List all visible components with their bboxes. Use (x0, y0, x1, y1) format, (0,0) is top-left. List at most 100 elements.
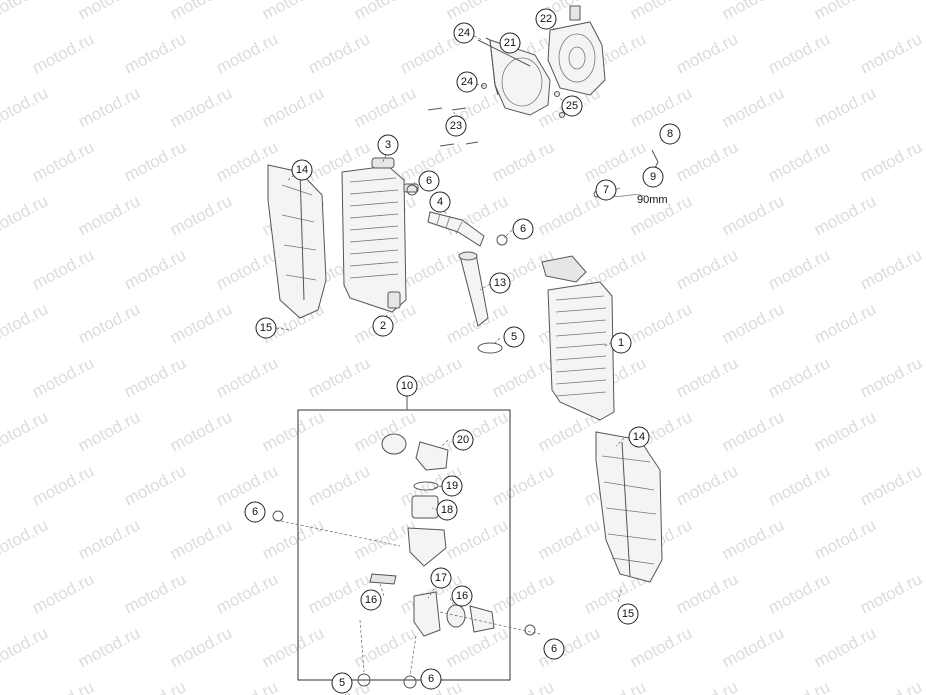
svg-text:24: 24 (461, 76, 473, 88)
watermark-text: motod.ru (75, 407, 143, 455)
watermark-text: motod.ru (857, 29, 925, 77)
watermark-text: motod.ru (627, 623, 695, 671)
callout-7: 7 (595, 179, 617, 201)
watermark-text: motod.ru (765, 677, 833, 695)
svg-text:16: 16 (456, 590, 468, 602)
svg-text:20: 20 (457, 434, 469, 446)
watermark-text: motod.ru (213, 245, 281, 293)
watermark-text: motod.ru (857, 245, 925, 293)
watermark-text: motod.ru (121, 245, 189, 293)
svg-text:5: 5 (339, 677, 345, 689)
watermark-text: motod.ru (75, 623, 143, 671)
svg-text:1: 1 (618, 337, 624, 349)
watermark-text: motod.ru (765, 137, 833, 185)
watermark-text: motod.ru (581, 677, 649, 695)
watermark-text: motod.ru (213, 353, 281, 401)
watermark-text: motod.ru (167, 0, 235, 24)
watermark-text: motod.ru (719, 623, 787, 671)
watermark-text: motod.ru (75, 83, 143, 131)
svg-text:3: 3 (385, 139, 391, 151)
watermark-text: motod.ru (259, 0, 327, 24)
watermark-text: motod.ru (259, 515, 327, 563)
watermark-text: motod.ru (213, 461, 281, 509)
svg-text:4: 4 (437, 196, 443, 208)
svg-text:6: 6 (252, 506, 258, 518)
hoses-lower (272, 510, 541, 689)
svg-text:6: 6 (551, 643, 557, 655)
callout-21: 21 (499, 32, 521, 54)
watermark-text: motod.ru (811, 623, 879, 671)
svg-text:14: 14 (633, 431, 645, 443)
watermark-text: motod.ru (673, 245, 741, 293)
svg-text:18: 18 (441, 504, 453, 516)
watermark-text: motod.ru (121, 29, 189, 77)
watermark-text: motod.ru (75, 191, 143, 239)
svg-text:14: 14 (296, 164, 308, 176)
watermark-text: motod.ru (673, 137, 741, 185)
screws-part (427, 83, 565, 147)
svg-text:7: 7 (603, 184, 609, 196)
callout-18: 18 (436, 499, 458, 521)
svg-text:5: 5 (511, 331, 517, 343)
callout-9: 9 (642, 166, 664, 188)
watermark-text: motod.ru (581, 137, 649, 185)
watermark-text: motod.ru (719, 191, 787, 239)
callout-6-bottom: 6 (420, 668, 442, 690)
svg-text:15: 15 (622, 608, 634, 620)
watermark-text: motod.ru (765, 353, 833, 401)
watermark-text: motod.ru (351, 0, 419, 24)
callout-19: 19 (441, 475, 463, 497)
watermark-text: motod.ru (305, 353, 373, 401)
callout-24-middle: 24 (456, 71, 478, 93)
watermark-text: motod.ru (673, 461, 741, 509)
radiator-right (541, 255, 615, 421)
watermark-text: motod.ru (489, 569, 557, 617)
callout-3: 3 (377, 134, 399, 156)
watermark-text: motod.ru (121, 353, 189, 401)
watermark-text: motod.ru (765, 569, 833, 617)
watermark-text: motod.ru (811, 191, 879, 239)
callout-24-top: 24 (453, 22, 475, 44)
callout-16-right: 16 (451, 585, 473, 607)
watermark-text: motod.ru (0, 0, 51, 24)
watermark-text: motod.ru (0, 83, 51, 131)
svg-text:9: 9 (650, 171, 656, 183)
callout-5-lower: 5 (331, 672, 353, 694)
hose-upper (406, 184, 508, 247)
svg-text:19: 19 (446, 480, 458, 492)
watermark-text: motod.ru (673, 29, 741, 77)
callout-25: 25 (561, 95, 583, 117)
watermark-text: motod.ru (857, 461, 925, 509)
svg-text:13: 13 (494, 277, 506, 289)
svg-text:16: 16 (365, 594, 377, 606)
callout-6-right: 6 (543, 638, 565, 660)
watermark-text: motod.ru (259, 623, 327, 671)
watermark-text: motod.ru (811, 515, 879, 563)
watermark-text: motod.ru (75, 515, 143, 563)
watermark-text: motod.ru (627, 0, 695, 24)
svg-text:25: 25 (566, 100, 578, 112)
watermark-text: motod.ru (29, 29, 97, 77)
svg-text:6: 6 (428, 673, 434, 685)
thermostat-housing (381, 433, 449, 567)
watermark-text: motod.ru (489, 137, 557, 185)
watermark-text: motod.ru (305, 461, 373, 509)
watermark-text: motod.ru (29, 353, 97, 401)
watermark-text: motod.ru (627, 299, 695, 347)
callout-2: 2 (372, 315, 394, 337)
watermark-text: motod.ru (213, 569, 281, 617)
watermark-text: motod.ru (75, 299, 143, 347)
callout-23: 23 (445, 115, 467, 137)
watermark-text: motod.ru (29, 461, 97, 509)
radiator-left (341, 157, 419, 313)
watermark-text: motod.ru (351, 623, 419, 671)
svg-text:21: 21 (504, 37, 516, 49)
watermark-text: motod.ru (765, 245, 833, 293)
watermark-text: motod.ru (29, 245, 97, 293)
watermark-text: motod.ru (121, 461, 189, 509)
watermark-text: motod.ru (719, 515, 787, 563)
watermark-text: motod.ru (29, 137, 97, 185)
svg-text:10: 10 (401, 380, 413, 392)
thermostat-lower-parts (369, 573, 495, 637)
watermark-text: motod.ru (167, 299, 235, 347)
